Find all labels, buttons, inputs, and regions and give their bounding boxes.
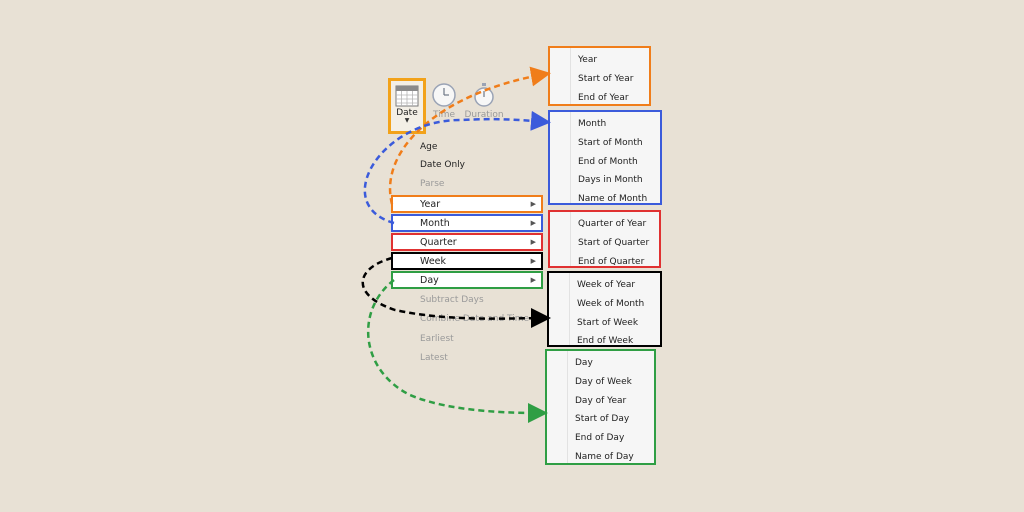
menu-item-day[interactable]: Day ▶ [391, 271, 543, 289]
calendar-icon [395, 85, 419, 107]
date-button[interactable]: Date ▼ [388, 78, 426, 134]
submenu-item-year[interactable]: Year [578, 55, 598, 65]
menu-item-quarter[interactable]: Quarter ▶ [391, 233, 543, 251]
menu-item-week-label: Week [420, 256, 447, 267]
menu-item-day-label: Day [420, 275, 439, 286]
time-button[interactable]: Time [430, 82, 458, 120]
submenu-item-start-of-quarter[interactable]: Start of Quarter [578, 237, 650, 248]
submenu-item-end-of-week[interactable]: End of Week [577, 336, 634, 347]
menu-item-age[interactable]: Age [420, 142, 438, 152]
menu-item-month[interactable]: Month ▶ [391, 214, 543, 232]
submenu-item-days-in-month[interactable]: Days in Month [578, 175, 643, 186]
menu-item-earliest: Earliest [420, 334, 454, 344]
submenu-item-day[interactable]: Day [575, 358, 593, 368]
menu-item-month-label: Month [420, 218, 450, 229]
submenu-quarter: Quarter of Year Start of Quarter End of … [548, 210, 661, 268]
submenu-item-week-of-year[interactable]: Week of Year [577, 280, 636, 290]
submenu-week: Week of Year Week of Month Start of Week… [547, 271, 662, 347]
submenu-item-start-of-week[interactable]: Start of Week [577, 317, 639, 328]
submenu-item-name-of-day[interactable]: Name of Day [575, 451, 634, 462]
duration-button-label: Duration [464, 110, 504, 120]
submenu-item-start-of-month[interactable]: Start of Month [578, 137, 643, 148]
time-button-label: Time [432, 110, 456, 120]
submenu-item-quarter-of-year[interactable]: Quarter of Year [578, 219, 647, 229]
submenu-arrow-icon: ▶ [530, 257, 536, 265]
clock-icon [432, 83, 456, 107]
menu-item-date-only[interactable]: Date Only [420, 160, 465, 170]
submenu-gutter [550, 212, 571, 266]
submenu-item-end-of-year[interactable]: End of Year [578, 92, 629, 103]
stopwatch-icon [474, 83, 494, 107]
submenu-arrow-icon: ▶ [530, 276, 536, 284]
submenu-month: Month Start of Month End of Month Days i… [548, 110, 662, 205]
submenu-day: Day Day of Week Day of Year Start of Day… [545, 349, 656, 465]
submenu-item-start-of-year[interactable]: Start of Year [578, 73, 634, 84]
menu-item-combine-date-and-time: Combine Date and Time [420, 314, 530, 324]
submenu-arrow-icon: ▶ [530, 238, 536, 246]
menu-item-subtract-days: Subtract Days [420, 295, 484, 305]
menu-item-year-label: Year [420, 199, 441, 210]
menu-item-year[interactable]: Year ▶ [391, 195, 543, 213]
submenu-item-start-of-day[interactable]: Start of Day [575, 414, 630, 425]
menu-item-week[interactable]: Week ▶ [391, 252, 543, 270]
submenu-year: Year Start of Year End of Year [548, 46, 651, 106]
submenu-gutter [549, 273, 570, 345]
submenu-item-week-of-month[interactable]: Week of Month [577, 298, 645, 309]
submenu-item-end-of-day[interactable]: End of Day [575, 433, 625, 444]
submenu-item-end-of-quarter[interactable]: End of Quarter [578, 256, 645, 267]
menu-item-latest: Latest [420, 353, 448, 363]
dropdown-caret-icon: ▼ [404, 117, 410, 124]
submenu-item-month[interactable]: Month [578, 119, 607, 129]
submenu-item-name-of-month[interactable]: Name of Month [578, 194, 648, 205]
submenu-item-end-of-month[interactable]: End of Month [578, 156, 638, 167]
submenu-gutter [550, 112, 571, 203]
submenu-gutter [550, 48, 571, 104]
menu-item-parse: Parse [420, 179, 445, 189]
submenu-item-day-of-week[interactable]: Day of Week [575, 376, 632, 387]
menu-item-quarter-label: Quarter [420, 237, 457, 248]
submenu-arrow-icon: ▶ [530, 219, 536, 227]
submenu-gutter [547, 351, 568, 463]
submenu-item-day-of-year[interactable]: Day of Year [575, 395, 627, 406]
duration-button[interactable]: Duration [462, 82, 506, 120]
submenu-arrow-icon: ▶ [530, 200, 536, 208]
